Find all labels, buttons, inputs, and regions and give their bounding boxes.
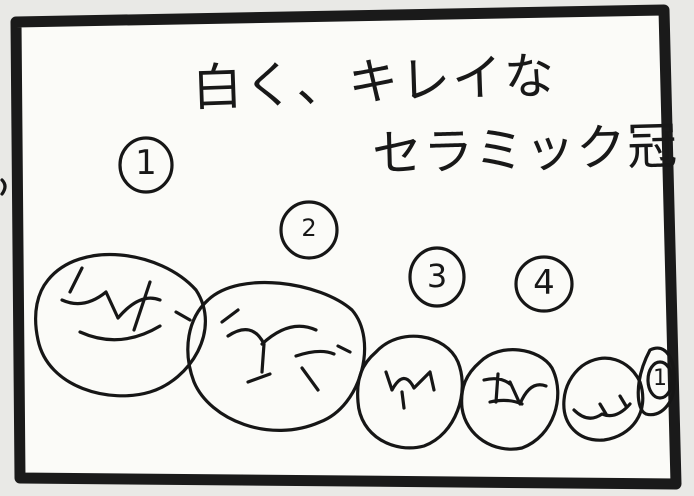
label-2: 2: [301, 214, 317, 242]
tooth-4-groove: [482, 372, 548, 406]
label-circle-3: [408, 246, 466, 308]
tooth-1: [34, 252, 207, 398]
title-line-2: セラミック冠: [371, 117, 679, 183]
panel-frame: [10, 4, 682, 490]
label-circle-partial: [646, 360, 674, 400]
label-circle-1: [118, 136, 174, 194]
tooth-5: [562, 356, 645, 442]
tooth-2: [186, 280, 367, 432]
label-circle-4: [514, 255, 574, 313]
title-line-1: 白く、キレイな: [191, 46, 558, 118]
label-4: 4: [533, 263, 555, 303]
tooth-1-groove: [60, 266, 192, 342]
tooth-4: [460, 348, 560, 451]
label-circle-2: [279, 200, 339, 260]
label-partial: 1: [653, 366, 667, 391]
label-3: 3: [426, 257, 448, 295]
tooth-3: [356, 334, 464, 450]
tooth-6-partial: [636, 346, 676, 417]
edge-arrow: [0, 178, 7, 196]
label-1: 1: [135, 143, 157, 183]
tooth-3-groove: [384, 370, 436, 410]
tooth-2-groove: [220, 308, 352, 392]
tooth-5-groove: [572, 394, 632, 420]
